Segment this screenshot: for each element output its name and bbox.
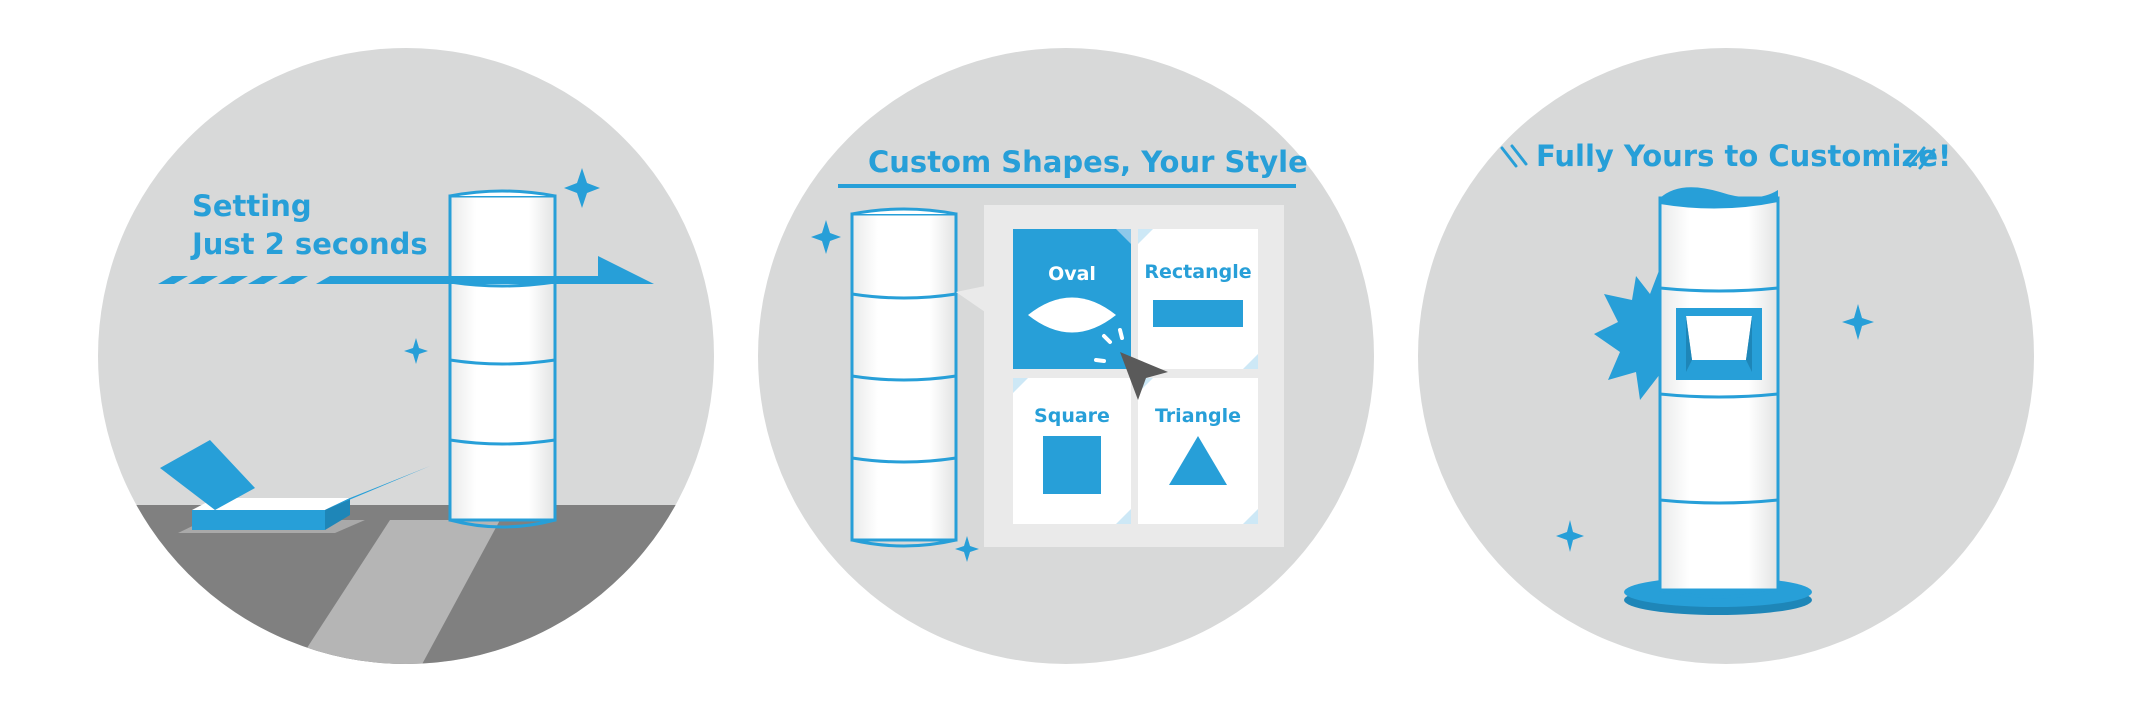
sparkle-icon [564, 168, 600, 208]
triangle-icon [1169, 436, 1227, 485]
sparkle-icon [955, 536, 979, 562]
shape-label-square: Square [1034, 405, 1110, 427]
customize-title: Fully Yours to Customize! [1536, 139, 1951, 173]
shape-option-square[interactable]: Square [1013, 378, 1131, 524]
setting-label-line1: Setting [192, 189, 312, 223]
shape-label-rectangle: Rectangle [1144, 261, 1251, 283]
setting-label-line2: Just 2 seconds [190, 227, 428, 261]
sparkle-icon [1842, 304, 1874, 340]
panel-customize: Fully Yours to Customize! [1418, 48, 2034, 664]
sparkle-icon [811, 220, 841, 254]
emphasis-marks-right [1908, 146, 1936, 170]
floor [98, 505, 714, 664]
callout-pointer [956, 286, 985, 312]
sparkle-icon [1556, 520, 1584, 552]
sparkle-icon [404, 338, 428, 364]
emphasis-marks-left [1500, 144, 1528, 168]
stacked-cylinder [850, 207, 958, 548]
oval-icon [1028, 297, 1116, 333]
shape-label-triangle: Triangle [1155, 405, 1241, 427]
rectangle-icon [1153, 300, 1243, 327]
shapes-title: Custom Shapes, Your Style [868, 145, 1308, 179]
shape-option-triangle[interactable]: Triangle [1138, 378, 1258, 524]
stacked-cylinder [448, 189, 557, 529]
title-underline [838, 184, 1296, 188]
shape-label-oval: Oval [1048, 263, 1096, 285]
customized-tower [1658, 187, 1780, 599]
shape-option-rectangle[interactable]: Rectangle [1138, 229, 1258, 369]
shape-option-oval[interactable]: Oval [1013, 229, 1131, 369]
panel-shapes: Custom Shapes, Your Style Oval Rectangle [758, 48, 1374, 664]
square-icon [1043, 436, 1101, 494]
base-box [160, 440, 430, 533]
cursor-icon [1094, 328, 1168, 400]
panel-setting: Setting Just 2 seconds [98, 48, 714, 664]
speed-arrow [158, 256, 654, 284]
